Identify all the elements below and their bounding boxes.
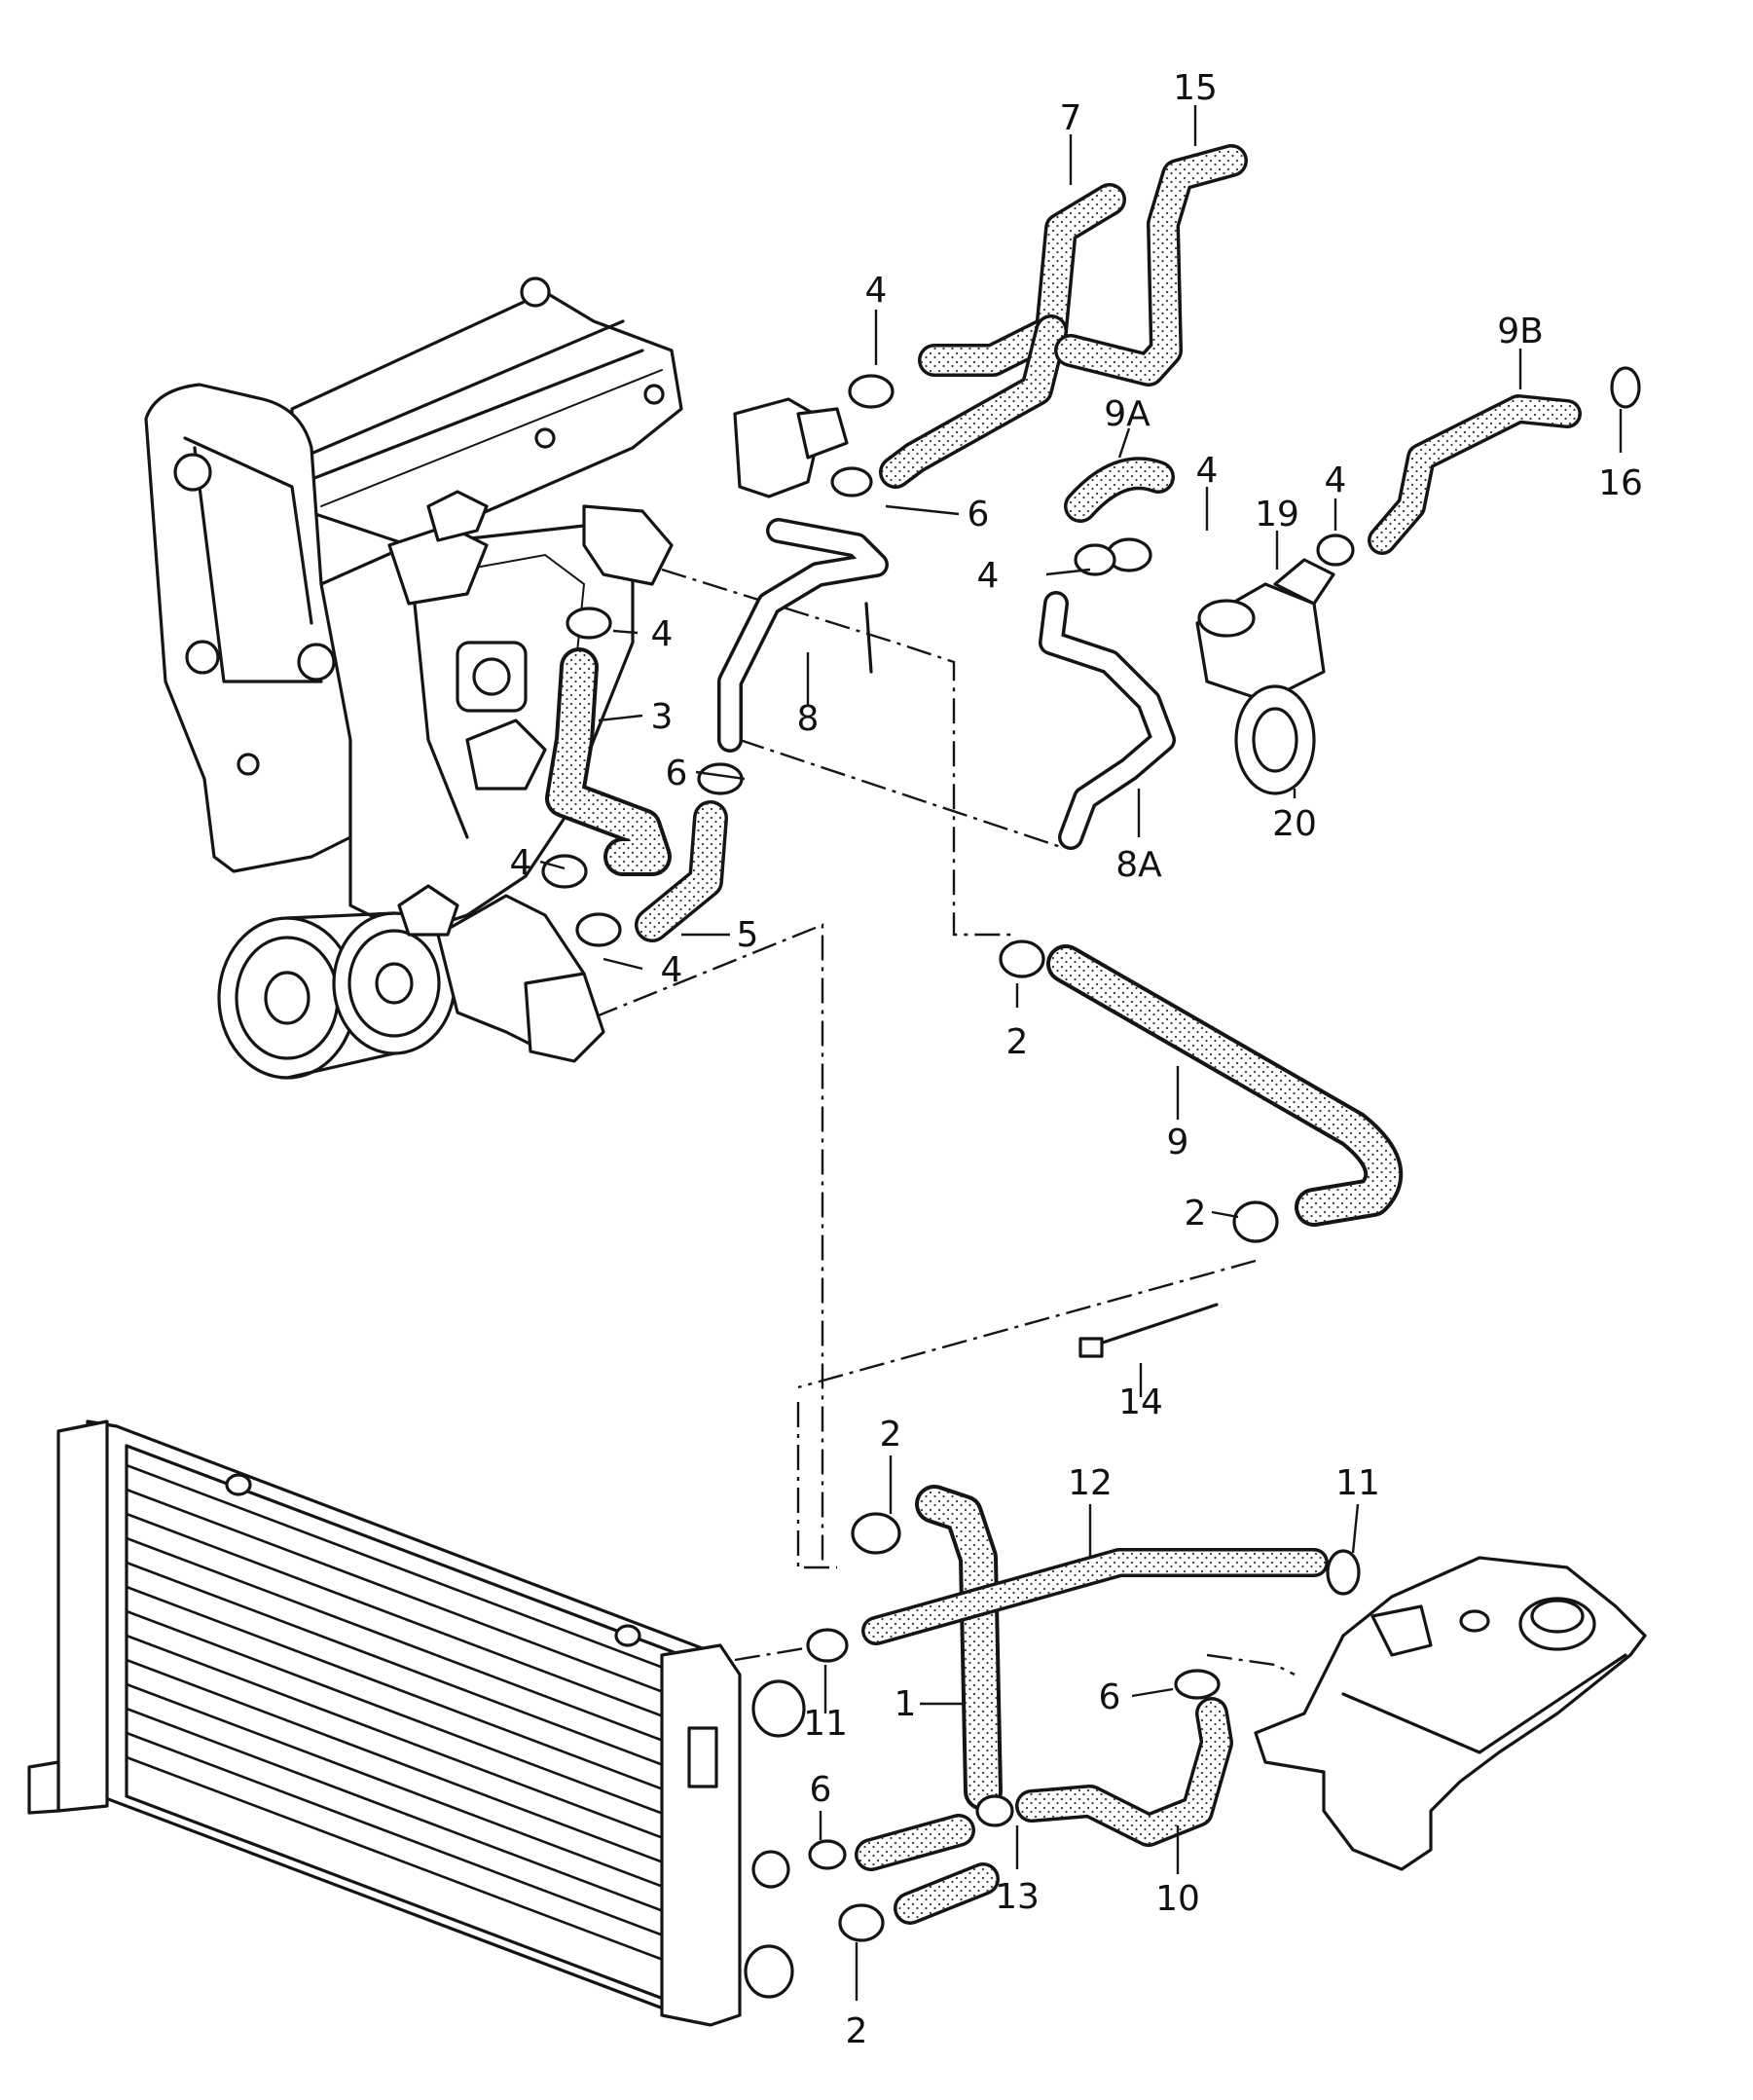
callout-8a: 8A xyxy=(1115,845,1162,885)
pipes xyxy=(717,518,1176,850)
callout-9a: 9A xyxy=(1104,394,1150,434)
hose-13 xyxy=(855,1814,1000,1925)
callout-4-mid: 4 xyxy=(1196,451,1219,491)
callout-6-tank: 6 xyxy=(1099,1677,1121,1717)
small-parts xyxy=(541,366,1641,1942)
radiator xyxy=(27,1419,806,2027)
callout-14: 14 xyxy=(1118,1382,1163,1422)
callout-1: 1 xyxy=(895,1684,917,1724)
callout-2-bottom: 2 xyxy=(846,2011,868,2051)
callout-20: 20 xyxy=(1272,804,1317,844)
callout-4-pump: 4 xyxy=(661,950,683,990)
callout-4-thermo: 4 xyxy=(651,614,674,654)
expansion-tank xyxy=(1254,1556,1647,1871)
hose-12 xyxy=(861,1548,1329,1645)
leader-lines xyxy=(539,105,1623,2001)
callout-4-right: 4 xyxy=(1325,461,1347,500)
hoses xyxy=(545,144,1582,1925)
callout-2-upper: 2 xyxy=(1006,1022,1029,1062)
assembly-lines xyxy=(593,568,1296,1676)
callout-16: 16 xyxy=(1598,463,1643,503)
callout-11-right: 11 xyxy=(1335,1463,1380,1503)
callout-6-low: 6 xyxy=(810,1770,832,1810)
callout-11-left: 11 xyxy=(803,1704,848,1744)
callout-labels: 15 7 9B 16 4 9A 4 19 4 6 4 8 8A 20 4 3 6… xyxy=(510,68,1643,2051)
hose-3 xyxy=(545,647,672,876)
clamp xyxy=(848,374,895,409)
callout-15: 15 xyxy=(1173,68,1218,108)
callout-13: 13 xyxy=(995,1877,1040,1917)
callout-4-top: 4 xyxy=(865,271,888,311)
hose-9b xyxy=(1368,394,1582,555)
callout-12: 12 xyxy=(1068,1463,1113,1503)
callout-10: 10 xyxy=(1155,1879,1200,1919)
callout-9b: 9B xyxy=(1497,312,1544,351)
cable-tie-14 xyxy=(1083,1303,1219,1350)
callout-7: 7 xyxy=(1060,98,1082,138)
callout-5: 5 xyxy=(737,915,759,955)
hose-7 xyxy=(879,183,1126,489)
hose-15 xyxy=(1054,144,1248,387)
callout-2-mid: 2 xyxy=(1185,1194,1207,1234)
hose-1 xyxy=(915,1485,1003,1811)
hose-9a xyxy=(1064,457,1175,523)
callout-4-low: 4 xyxy=(510,843,532,883)
callout-3: 3 xyxy=(651,697,674,737)
callout-4-left: 4 xyxy=(977,556,1000,596)
callout-6-mid: 6 xyxy=(666,754,688,793)
hose-10 xyxy=(1015,1697,1233,1847)
hose-5 xyxy=(635,800,728,942)
radiator-fins xyxy=(126,1463,682,1969)
callout-19: 19 xyxy=(1255,495,1299,534)
engine-block xyxy=(144,276,683,1080)
hose-9 xyxy=(1046,944,1404,1227)
callout-9: 9 xyxy=(1167,1123,1189,1162)
callout-6-top: 6 xyxy=(968,495,990,534)
callout-2-low: 2 xyxy=(880,1415,902,1455)
callout-8: 8 xyxy=(797,699,820,739)
